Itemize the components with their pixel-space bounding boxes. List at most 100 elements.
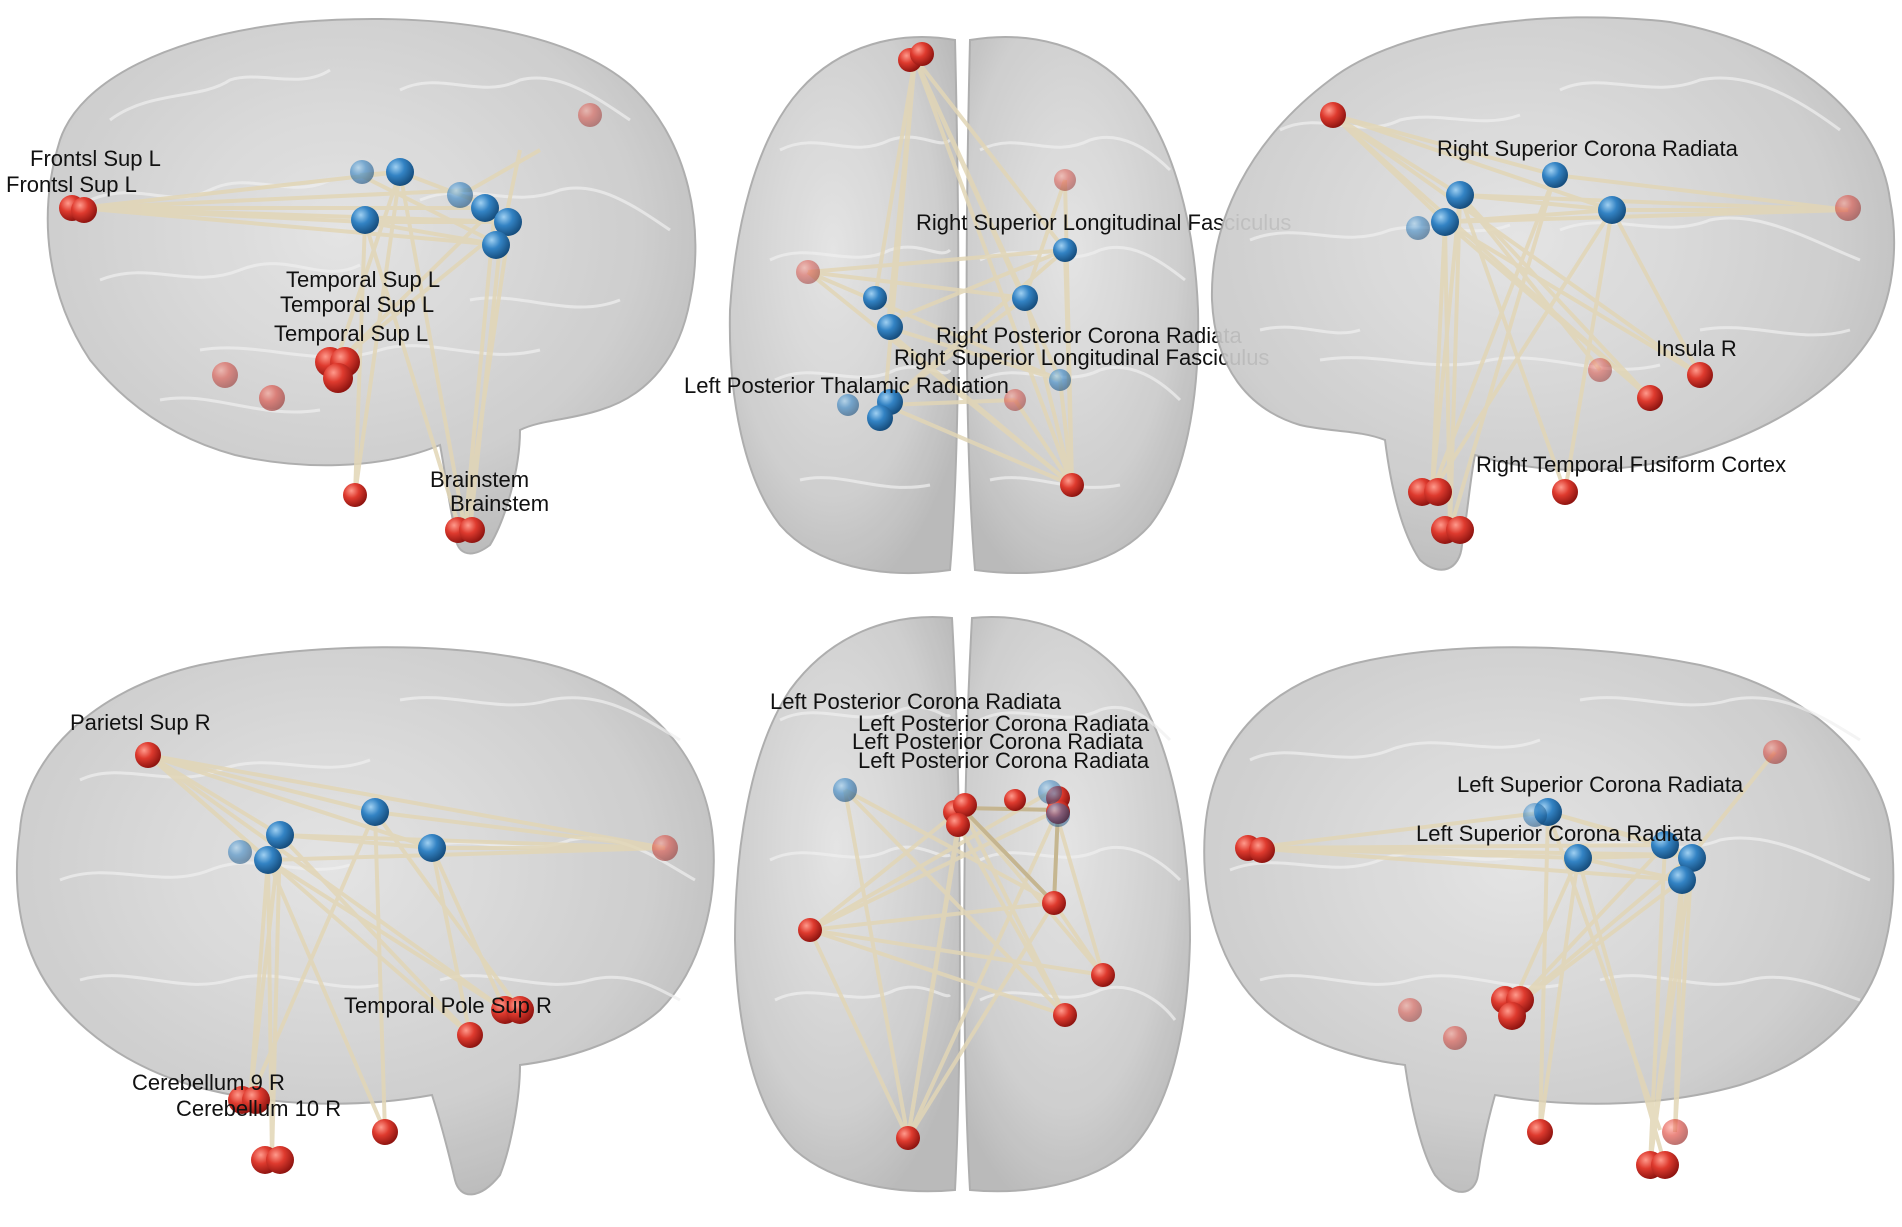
node-red: [1835, 195, 1861, 221]
region-label: Insula R: [1656, 336, 1737, 361]
region-label: Temporal Sup L: [280, 292, 434, 317]
node-blue: [1446, 181, 1474, 209]
node-blue: [837, 394, 859, 416]
node-blue: [228, 840, 252, 864]
node-blue: [266, 821, 294, 849]
node-blue: [254, 846, 282, 874]
node-red: [1687, 362, 1713, 388]
panel-top-right: Right Superior Corona Radiata Insula R R…: [1210, 16, 1896, 571]
node-blue: [1651, 831, 1679, 859]
node-blue: [1523, 803, 1547, 827]
node-blue: [1046, 803, 1070, 827]
node-red: [1053, 1003, 1077, 1027]
node-blue: [863, 286, 887, 310]
node-blue: [1598, 196, 1626, 224]
node-blue: [833, 778, 857, 802]
labels: Left Posterior Corona Radiata Left Poste…: [770, 689, 1150, 773]
node-red: [242, 1086, 270, 1114]
region-label: Frontsl Sup L: [6, 172, 137, 197]
node-blue: [1038, 780, 1062, 804]
region-label: Left Superior Corona Radiata: [1457, 772, 1744, 797]
node-red: [1446, 516, 1474, 544]
node-red: [1398, 998, 1422, 1022]
panel-bottom-right: Left Superior Corona Radiata Left Superi…: [1203, 646, 1895, 1193]
node-red: [578, 103, 602, 127]
node-red: [1527, 1119, 1553, 1145]
nodes: [59, 103, 602, 543]
node-red: [71, 197, 97, 223]
region-label: Brainstem: [450, 491, 549, 516]
node-red: [1091, 963, 1115, 987]
node-red: [896, 1126, 920, 1150]
node-red: [1651, 1151, 1679, 1179]
node-red: [323, 363, 353, 393]
node-blue: [351, 206, 379, 234]
region-label: Cerebellum 10 R: [176, 1096, 341, 1121]
node-red: [212, 362, 238, 388]
region-label: Parietsl Sup R: [70, 710, 211, 735]
node-blue: [877, 314, 903, 340]
nodes: [135, 742, 678, 1174]
node-red: [135, 742, 161, 768]
node-red: [1320, 102, 1346, 128]
region-label: Left Posterior Corona Radiata: [858, 748, 1150, 773]
region-label: Left Posterior Corona Radiata: [852, 729, 1144, 754]
region-label: Left Superior Corona Radiata: [1416, 821, 1703, 846]
region-label: Frontsl Sup L: [30, 146, 161, 171]
node-blue: [418, 834, 446, 862]
node-red: [1552, 479, 1578, 505]
labels: Right Superior Corona Radiata Insula R R…: [1437, 136, 1786, 477]
edges: [808, 788, 1105, 1140]
node-blue: [1564, 844, 1592, 872]
nodes: [796, 42, 1084, 497]
node-red: [910, 42, 934, 66]
node-red: [798, 918, 822, 942]
nodes: [1320, 102, 1861, 544]
node-blue: [361, 798, 389, 826]
panel-top-left: Frontsl Sup L Frontsl Sup L Temporal Sup…: [6, 17, 697, 555]
panel-bottom-middle: Left Posterior Corona Radiata Left Poste…: [733, 616, 1192, 1193]
brain-surface-left-hemisphere: [728, 36, 960, 574]
labels: Left Superior Corona Radiata Left Superi…: [1416, 772, 1744, 846]
node-blue: [1012, 285, 1038, 311]
gyri-texture: [769, 135, 1186, 489]
node-red: [1249, 837, 1275, 863]
edges: [79, 148, 541, 531]
node-blue: [494, 208, 522, 236]
panel-top-middle: Right Superior Longitudinal Fasciculus R…: [684, 36, 1291, 574]
node-red: [1637, 385, 1663, 411]
node-blue: [386, 158, 414, 186]
region-label: Cerebellum 9 R: [132, 1070, 285, 1095]
node-blue: [867, 405, 893, 431]
node-blue: [1431, 208, 1459, 236]
node-red: [506, 996, 534, 1024]
node-red: [652, 835, 678, 861]
region-label: Left Posterior Thalamic Radiation: [684, 373, 1009, 398]
region-label: Temporal Pole Sup R: [344, 993, 552, 1018]
node-red: [953, 793, 977, 817]
node-blue: [1406, 216, 1430, 240]
node-red: [1004, 389, 1026, 411]
node-red: [1662, 1119, 1688, 1145]
node-red: [1763, 740, 1787, 764]
region-label: Brainstem: [430, 467, 529, 492]
region-label: Right Superior Longitudinal Fasciculus: [894, 345, 1269, 370]
node-red: [1443, 1026, 1467, 1050]
node-blue: [482, 231, 510, 259]
gyri-texture: [769, 705, 1182, 1021]
region-label: Temporal Sup L: [286, 267, 440, 292]
node-red: [1054, 169, 1076, 191]
nodes: [1235, 740, 1787, 1179]
node-red: [459, 517, 485, 543]
node-red: [372, 1119, 398, 1145]
edges: [1331, 113, 1849, 531]
region-label: Right Superior Corona Radiata: [1437, 136, 1739, 161]
node-blue: [1049, 369, 1071, 391]
region-label: Right Posterior Corona Radiata: [936, 323, 1242, 348]
node-red: [1042, 891, 1066, 915]
node-red: [259, 385, 285, 411]
node-red: [1060, 473, 1084, 497]
node-red: [343, 483, 367, 507]
node-red: [1588, 358, 1612, 382]
